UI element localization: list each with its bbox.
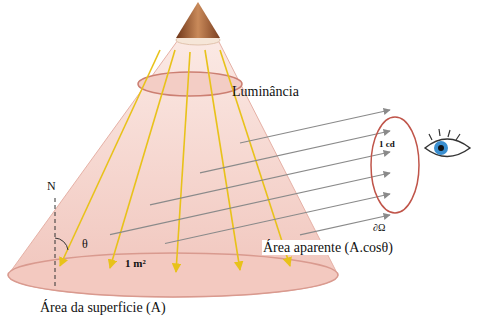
- light-ray: [220, 50, 290, 266]
- solid-angle-label: ∂Ω: [372, 222, 386, 233]
- cone-section-ellipse: [138, 72, 242, 96]
- lamp-tip: [176, 2, 220, 38]
- light-cone: [8, 40, 338, 297]
- normal-label: N: [47, 180, 56, 193]
- light-ray: [205, 50, 240, 270]
- luminance-rays: [110, 110, 390, 244]
- eye-symbol: [425, 129, 470, 157]
- luminance-ray: [150, 152, 390, 205]
- angle-arc: [55, 238, 68, 250]
- luminance-ray: [300, 215, 390, 235]
- luminance-ray: [200, 131, 390, 173]
- surface-area-label: Área da superficie (A): [40, 300, 166, 315]
- quantity-label: Luminância: [232, 84, 299, 99]
- normal-line: [55, 198, 56, 287]
- angle-label: θ: [82, 238, 88, 251]
- apparent-area-label: Área aparente (A.cosθ): [262, 240, 394, 255]
- luminance-ray: [165, 194, 390, 244]
- intensity-value: 1 cd: [378, 140, 396, 150]
- area-value: 1 m²: [125, 257, 146, 269]
- luminance-ray: [240, 110, 390, 143]
- light-ray: [110, 50, 175, 268]
- light-ray: [60, 50, 160, 266]
- solid-angle-ellipse: [371, 117, 419, 213]
